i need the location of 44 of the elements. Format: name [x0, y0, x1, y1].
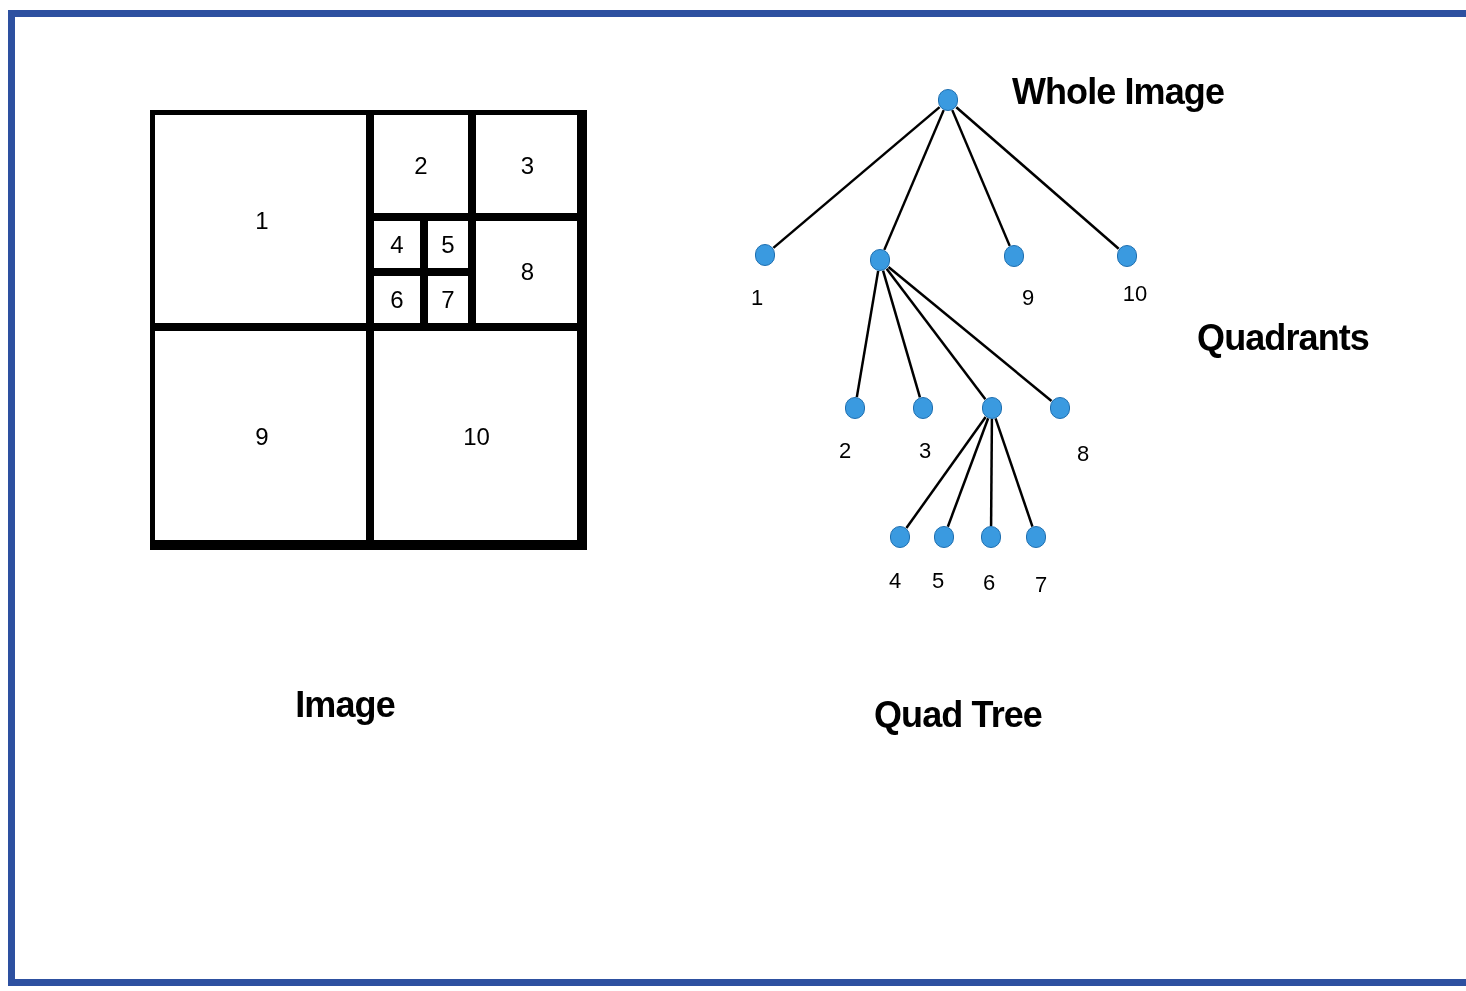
grid-cell [366, 323, 587, 550]
tree-edge [989, 419, 994, 526]
tree-edge [994, 418, 1034, 527]
tree-edge [883, 109, 945, 251]
cell-number: 1 [255, 205, 269, 236]
grid-cell [468, 110, 587, 221]
tree-edge [855, 270, 880, 398]
node-label: 7 [1034, 570, 1048, 599]
node-label: 5 [931, 566, 945, 595]
cell-number: 6 [390, 284, 404, 315]
cell-number: 7 [441, 284, 455, 315]
node-label: Whole Image [1011, 70, 1225, 114]
tree-edge [881, 270, 922, 398]
tree-edge [772, 106, 941, 249]
cell-number: 5 [441, 229, 455, 260]
grid-cell [150, 323, 374, 550]
section-label: Quadrants [1197, 316, 1369, 360]
grid-cell [468, 213, 587, 331]
cell-number: 2 [414, 150, 428, 181]
tree-edge [946, 417, 990, 528]
node-label: 6 [982, 568, 996, 597]
cell-number: 9 [255, 421, 269, 452]
caption-label: Quad Tree [874, 693, 1042, 737]
node-label: 10 [1122, 279, 1148, 308]
cell-number: 8 [520, 257, 535, 287]
grid-cell [420, 268, 476, 331]
node-label: 4 [888, 566, 902, 595]
grid-cell [366, 268, 428, 331]
tree-edge [887, 266, 1053, 402]
grid-cell [420, 213, 476, 276]
caption-label: Image [295, 683, 395, 727]
node-label: 8 [1076, 439, 1090, 468]
tree-edge [951, 109, 1011, 247]
cell-number: 4 [390, 229, 404, 260]
tree-edge [885, 268, 987, 400]
node-label: 1 [750, 283, 764, 312]
cell-number: 10 [463, 421, 490, 452]
tree-edge [955, 106, 1120, 250]
node-label: 9 [1021, 283, 1035, 312]
node-label: 2 [838, 436, 852, 465]
cell-number: 3 [520, 150, 535, 181]
tree-edge [905, 416, 987, 529]
grid-cell [366, 213, 428, 276]
node-label: 3 [918, 436, 932, 465]
